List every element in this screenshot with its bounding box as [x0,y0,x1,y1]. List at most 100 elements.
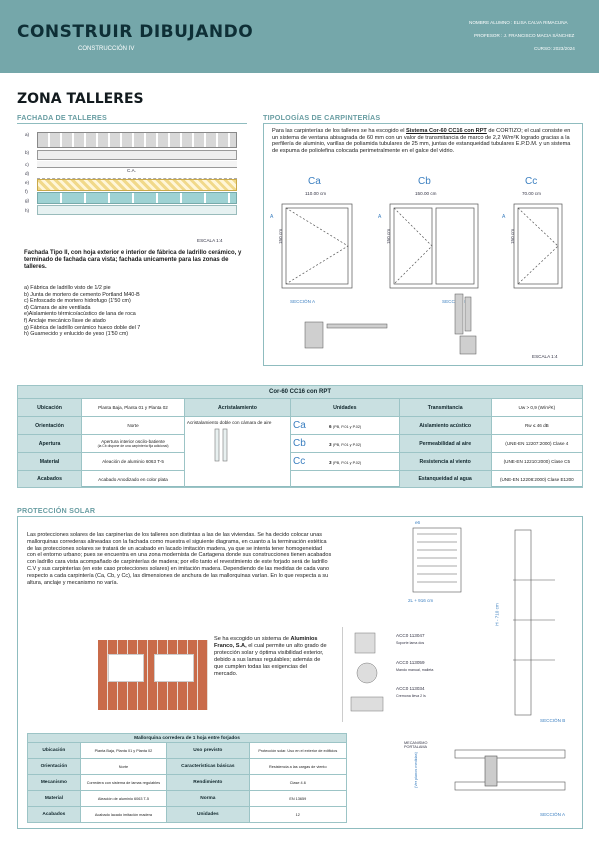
mallorquina-table: Mallorquina corredera de 1 hoja entre fo… [27,733,348,823]
type-width: 110.00 cm [305,191,327,196]
type-code: Cc [525,176,538,187]
unit-code: Cb [293,438,306,449]
layer-letter: c) [25,162,29,167]
row-value: Planta Baja, Planta 01 y Planta 02 [81,398,185,417]
accessory-code: ACC0 113034 [396,686,425,691]
right-label: Norma [166,790,250,807]
row-value: Aleación de aluminio 6063 T-5 [81,452,185,471]
unit-count: 3 [329,442,332,447]
svg-text:A: A [270,214,274,220]
type-height: 150 cm [510,228,516,245]
accessory-desc: Soporte lama dos [396,641,425,645]
unit-code: Cc [293,456,306,467]
unit-plants: (PB, P.01 y P.02) [332,425,362,429]
row-label: Acabados [27,806,81,823]
unit-count: 6 [329,424,332,429]
type-height: 150 cm [386,228,392,245]
intro-text: Para las carpinterías de los talleres se… [272,128,407,134]
unidad-row: Cb 3 (PB, P.01 y P.02) [290,434,400,453]
layer-letter: d) [25,171,30,176]
professor-name: PROFESOR : J. FRANCISCO MACIA SÁNCHEZ [474,33,575,38]
row-label: Ubicación [27,742,81,759]
layer-letter: h) [25,208,30,213]
intro-text: de CORTIZO; el cual consiste en un siste… [272,128,571,154]
air-chamber [37,168,237,179]
ca-label: C.A. [127,168,136,173]
right-value: EN 13659 [248,790,348,807]
accessory-shapes [350,632,384,712]
unidades-label: Unidades [290,398,400,417]
section-label: SECCIÓN B [540,718,566,723]
svg-text:A: A [378,214,382,220]
svg-text:A: A [502,214,506,220]
layer-item: c) Enfoscado de mortero hidrofugo (1'50 … [24,298,131,305]
row-value-cell: Apertura interior oscilo-batiente(la Cb … [81,434,185,453]
header-band [0,0,599,73]
system-name: Sistema Cor-60 CC16 con RPT [406,128,487,134]
unit-count: 3 [329,460,332,465]
right-value: Protección solar. Uso en el exterior de … [248,742,348,759]
dim-label: 2L + 916 cm [408,598,434,603]
acristalamiento-value: Acristalamiento doble con cámara de aire [186,420,272,425]
empty-cell [290,470,400,488]
row-value: Acabado Anodizado en color plata [81,470,185,488]
tipologias-scale: ESCALA 1:4 [532,354,558,359]
row-value: Planta Baja, Planta 01 y Planta 02 [79,742,168,759]
page-title: ZONA TALLERES [17,91,144,107]
tipologias-intro: Para las carpinterías de los talleres se… [272,128,577,154]
unit-plants: (PB, P.01 y P.02) [332,443,362,447]
right-label: Resistencia al viento [398,452,492,471]
layer-item: e)Aislamiento térmico/acústico de lana d… [24,311,136,318]
tipologias-title: TIPOLOGÍAS DE CARPINTERÍAS [263,113,381,122]
document-subtitle: CONSTRUCCIÓN IV [78,46,135,52]
system-brand: Aluminios Franco, S.A, [214,636,318,649]
type-code: Ca [308,176,321,187]
acristalamiento-label: Acristalamiento [183,398,292,417]
layer-item: h) Guarnecido y enlucido de yeso (1'50 c… [24,331,129,338]
proteccion-title: PROTECCIÓN SOLAR [17,506,96,515]
row-label: Orientación [27,758,81,775]
dim-label: e6 [415,520,421,525]
fachada-scale: ESCALA 1:4 [197,238,223,243]
right-value: 12 [248,806,348,823]
facade-photo [98,640,208,710]
row-value: Corredera con sistema de lamas regulable… [79,774,168,791]
right-label: Permeabilidad al aire [398,434,492,453]
row-value: Norte [79,758,168,775]
section-label: SECCIÓN B [442,299,468,304]
right-label: Características básicas [166,758,250,775]
window-opening [154,654,194,682]
section-label: SECCIÓN A [290,299,316,304]
row-value: Acabado lacado imitación madera [79,806,168,823]
type-height: 150 cm [278,228,284,245]
row-label: Material [16,452,83,471]
row-label: Material [27,790,81,807]
apertura-note: (la Cb dispone de una carpintería fija a… [97,444,169,448]
brick-layer [37,132,237,148]
layer-letter: a) [25,132,30,137]
insulation-layer [37,179,237,191]
layer-letter: b) [25,150,30,155]
right-label: Transmitancia [398,398,492,417]
proteccion-body: Las protecciones solares de las carpiner… [27,532,332,586]
layer-list: a) Fábrica de ladrillo visto de 1/2 pie … [24,285,244,338]
student-name: NOMBRE ALUMNO : ELISA CALVA RIMACUNA [469,20,568,25]
spec-table-title: Cor-60 CC16 con RPT [17,385,583,399]
right-label: Uso previsto [166,742,250,759]
mallorquina-table-title: Mallorquina corredera de 1 hoja entre fo… [27,733,347,743]
dim-note: (Ver planos medidas) [413,752,418,788]
document-title: CONSTRUIR DIBUJANDO [17,22,254,42]
row-label: Apertura [16,434,83,453]
right-value: (UNE-EN 12208:2000) Clase E1200 [490,470,584,488]
dim-label: H - 710 cm [494,603,500,626]
glass-section [214,428,228,462]
row-label: Acabados [16,470,83,488]
right-value: Uw > 0,9 (W/m²K) [490,398,584,417]
shutter-sections [412,527,566,791]
row-value: Aleación de aluminio 6063 T-5 [79,790,168,807]
accessory-desc: Mando manual, malleta [396,668,434,672]
spec-table: Cor-60 CC16 con RPT Ubicación Planta Baj… [16,385,584,488]
right-value: Clase 4.6 [248,774,348,791]
